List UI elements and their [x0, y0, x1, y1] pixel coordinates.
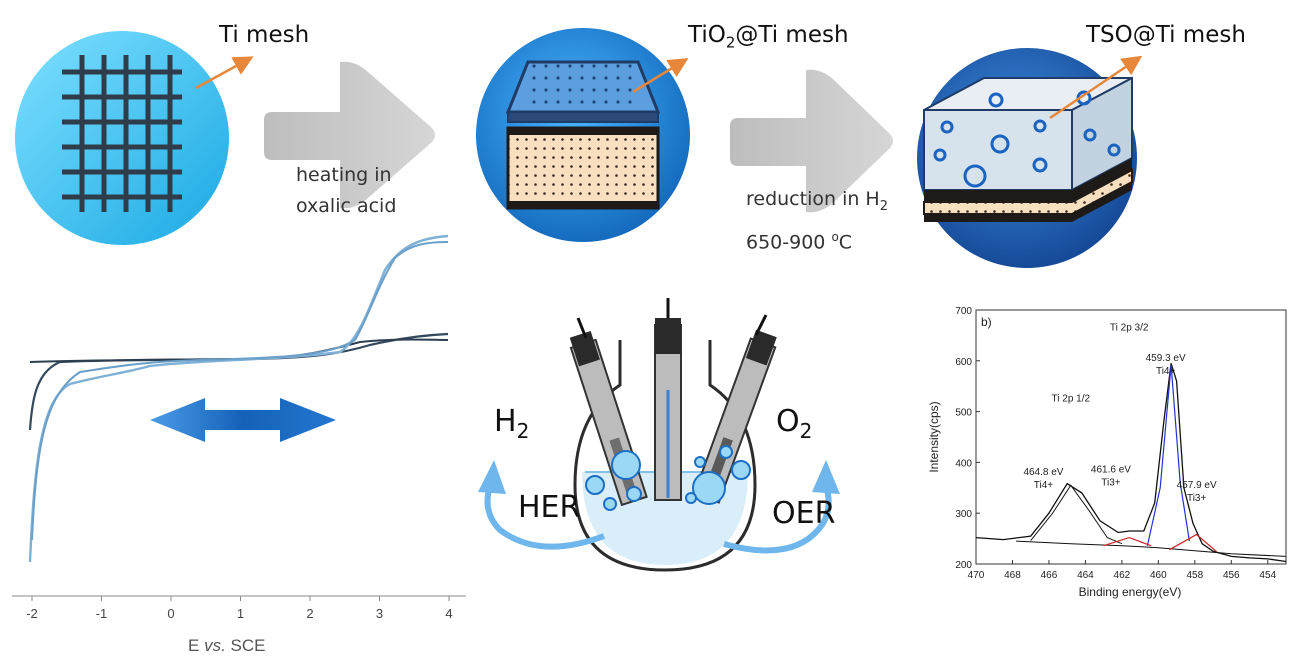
xps-annotation-line: 461.6 eV	[1091, 465, 1131, 476]
o2-label: O2	[776, 404, 813, 443]
xps-series-line	[1103, 536, 1152, 547]
xps-annotations: Ti 2p 3/2 Ti 2p 1/2 464.8 eV Ti4+ 461.6 eV Ti…	[1023, 322, 1217, 503]
cv-x-tick-label: 1	[237, 606, 244, 621]
o2-evolution-arrow-icon	[723, 485, 832, 554]
xps-annotation: 461.6 eV Ti3+	[1091, 465, 1131, 489]
xps-y-axis-label: Intensity(cps)	[927, 401, 941, 472]
xps-x-tick-label: 456	[1223, 570, 1240, 581]
xps-series-line	[1030, 484, 1123, 545]
o2-arrow-head-icon	[812, 460, 840, 494]
xps-y-tick-label: 400	[955, 458, 972, 469]
xps-annotation-line: Ti3+	[1101, 478, 1121, 489]
cv-x-ticks: -2 -1 0 1 2 3 4	[26, 596, 453, 621]
xps-series-line	[1146, 364, 1190, 546]
xps-annotation: 457.9 eV Ti3+	[1177, 480, 1217, 504]
xps-x-tick-label: 458	[1186, 570, 1203, 581]
cv-plot: -2 -1 0 1 2 3 4	[12, 234, 466, 621]
ti-mesh-pointer-arrow	[195, 56, 254, 90]
tio2-pointer-arrow	[632, 58, 689, 94]
double-arrow-icon	[150, 398, 336, 442]
ti-mesh-icon	[15, 31, 229, 245]
xps-x-tick-label: 466	[1041, 570, 1058, 581]
tso-pointer-arrow	[1049, 55, 1143, 120]
cv-x-tick-label: -2	[26, 606, 38, 621]
xps-x-tick-label: 470	[968, 570, 985, 581]
xps-annotation-line: 464.8 eV	[1023, 467, 1063, 478]
cv-x-axis-label: E vs. SCE	[188, 636, 266, 655]
electrochemical-cell-icon	[569, 298, 777, 572]
xps-y-tick-label: 500	[955, 408, 972, 419]
xps-series-line	[1169, 533, 1218, 553]
tso-ti-mesh-icon	[917, 48, 1137, 268]
xps-y-tick-label: 700	[955, 306, 972, 317]
tio2-ti-mesh-icon	[476, 28, 690, 242]
xps-x-axis-label: Binding energy(eV)	[1079, 585, 1182, 599]
cv-x-tick-label: 3	[376, 606, 383, 621]
xps-annotation: Ti 2p 3/2	[1110, 322, 1149, 333]
xps-x-tick-label: 464	[1077, 570, 1094, 581]
tio2-ti-mesh-label: TiO2@Ti mesh	[688, 22, 849, 52]
xps-annotation-line: 459.3 eV	[1146, 353, 1186, 364]
xps-y-tick-label: 600	[955, 357, 972, 368]
xps-x-tick-label: 462	[1114, 570, 1131, 581]
cv-x-tick-label: 0	[167, 606, 174, 621]
ti-mesh-label: Ti mesh	[219, 22, 310, 48]
xps-panel-label: b)	[981, 315, 992, 329]
xps-y-tick-label: 300	[955, 509, 972, 520]
xps-x-tick-label: 468	[1004, 570, 1021, 581]
xps-x-tick-label: 460	[1150, 570, 1167, 581]
xps-annotation-line: Ti3+	[1187, 493, 1207, 504]
xps-annotation: 464.8 eV Ti4+	[1023, 467, 1063, 491]
step-arrow-1-icon	[264, 61, 435, 209]
cv-x-tick-label: -1	[96, 606, 108, 621]
h2-arrow-head-icon	[478, 460, 506, 494]
h2-label: H2	[494, 404, 530, 443]
xps-annotation-line: Ti4+	[1156, 366, 1176, 377]
tso-ti-mesh-label: TSO@Ti mesh	[1086, 22, 1246, 48]
xps-annotation-line: Ti 2p 3/2	[1110, 322, 1149, 333]
xps-annotation: Ti 2p 1/2	[1052, 393, 1091, 404]
xps-plot: 470 468 466 464 462 460 458 456 454 200 300 400 500 6…	[927, 306, 1287, 599]
xps-series-line	[976, 363, 1286, 563]
oer-label: OER	[772, 496, 836, 531]
cv-x-tick-label: 4	[445, 606, 452, 621]
xps-annotation-line: Ti4+	[1034, 480, 1054, 491]
xps-series-line	[1016, 540, 1286, 557]
xps-x-tick-label: 454	[1259, 570, 1276, 581]
cv-curve-light-1	[28, 234, 449, 563]
xps-series	[976, 363, 1286, 563]
step2-caption: reduction in H2 650-900 oC	[746, 188, 888, 254]
xps-y-tick-label: 200	[955, 560, 972, 571]
her-label: HER	[518, 490, 581, 525]
xps-ticks: 470 468 466 464 462 460 458 456 454 200 300 400 500 6…	[955, 306, 1276, 581]
h2-evolution-arrow-icon	[484, 485, 606, 550]
xps-annotation: 459.3 eV Ti4+	[1146, 353, 1186, 377]
xps-annotation-line: Ti 2p 1/2	[1052, 393, 1091, 404]
cv-x-tick-label: 2	[306, 606, 313, 621]
cv-curve-light-2	[31, 241, 449, 541]
step1-caption: heating in oxalic acid	[296, 164, 397, 217]
xps-annotation-line: 457.9 eV	[1177, 480, 1217, 491]
step-arrow-2-icon	[730, 69, 893, 213]
